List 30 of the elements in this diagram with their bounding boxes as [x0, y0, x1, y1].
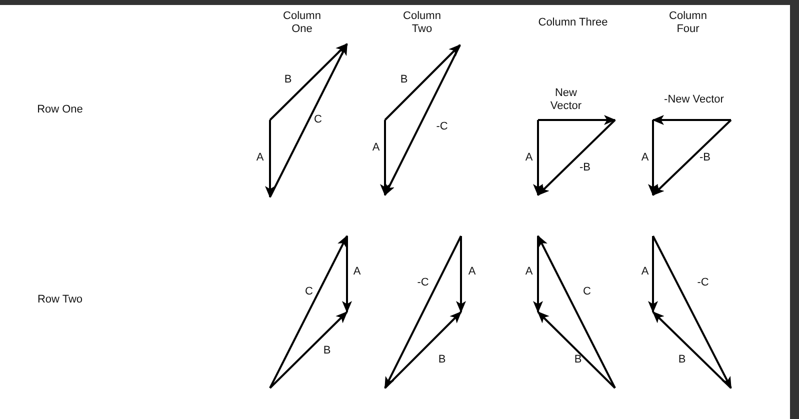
- vector-label: New Vector: [549, 87, 583, 113]
- vector-label: -B: [578, 162, 592, 174]
- vector-label: C: [582, 286, 592, 298]
- row-heading: Row Two: [36, 294, 84, 306]
- vector-label: A: [255, 152, 265, 164]
- column-heading: Column Two: [402, 10, 442, 36]
- vector-label: -New Vector: [663, 94, 725, 106]
- vector-label: C: [313, 114, 323, 126]
- vector-label: B: [677, 354, 687, 366]
- column-heading: Column Four: [668, 10, 708, 36]
- vector-label: A: [371, 142, 381, 154]
- vector-label: B: [437, 354, 447, 366]
- vector-label: -C: [435, 120, 449, 134]
- vector-label: B: [322, 344, 332, 358]
- column-heading: Column Three: [537, 16, 609, 30]
- vector-label: -B: [698, 152, 712, 164]
- vector-label: B: [399, 74, 409, 86]
- vector-label: A: [524, 266, 534, 278]
- vector-label: A: [640, 152, 650, 164]
- vector-label: -C: [416, 276, 430, 290]
- vector-label: A: [524, 152, 534, 164]
- vector-label: -C: [696, 276, 710, 290]
- row-heading: Row One: [36, 104, 84, 116]
- vector-label: A: [640, 266, 650, 278]
- vector-label: B: [573, 354, 583, 366]
- column-heading: Column One: [282, 10, 322, 36]
- vector-label: A: [467, 266, 477, 278]
- vector-label: B: [283, 74, 293, 86]
- vector-label: C: [304, 286, 314, 298]
- vector-label: A: [352, 266, 362, 278]
